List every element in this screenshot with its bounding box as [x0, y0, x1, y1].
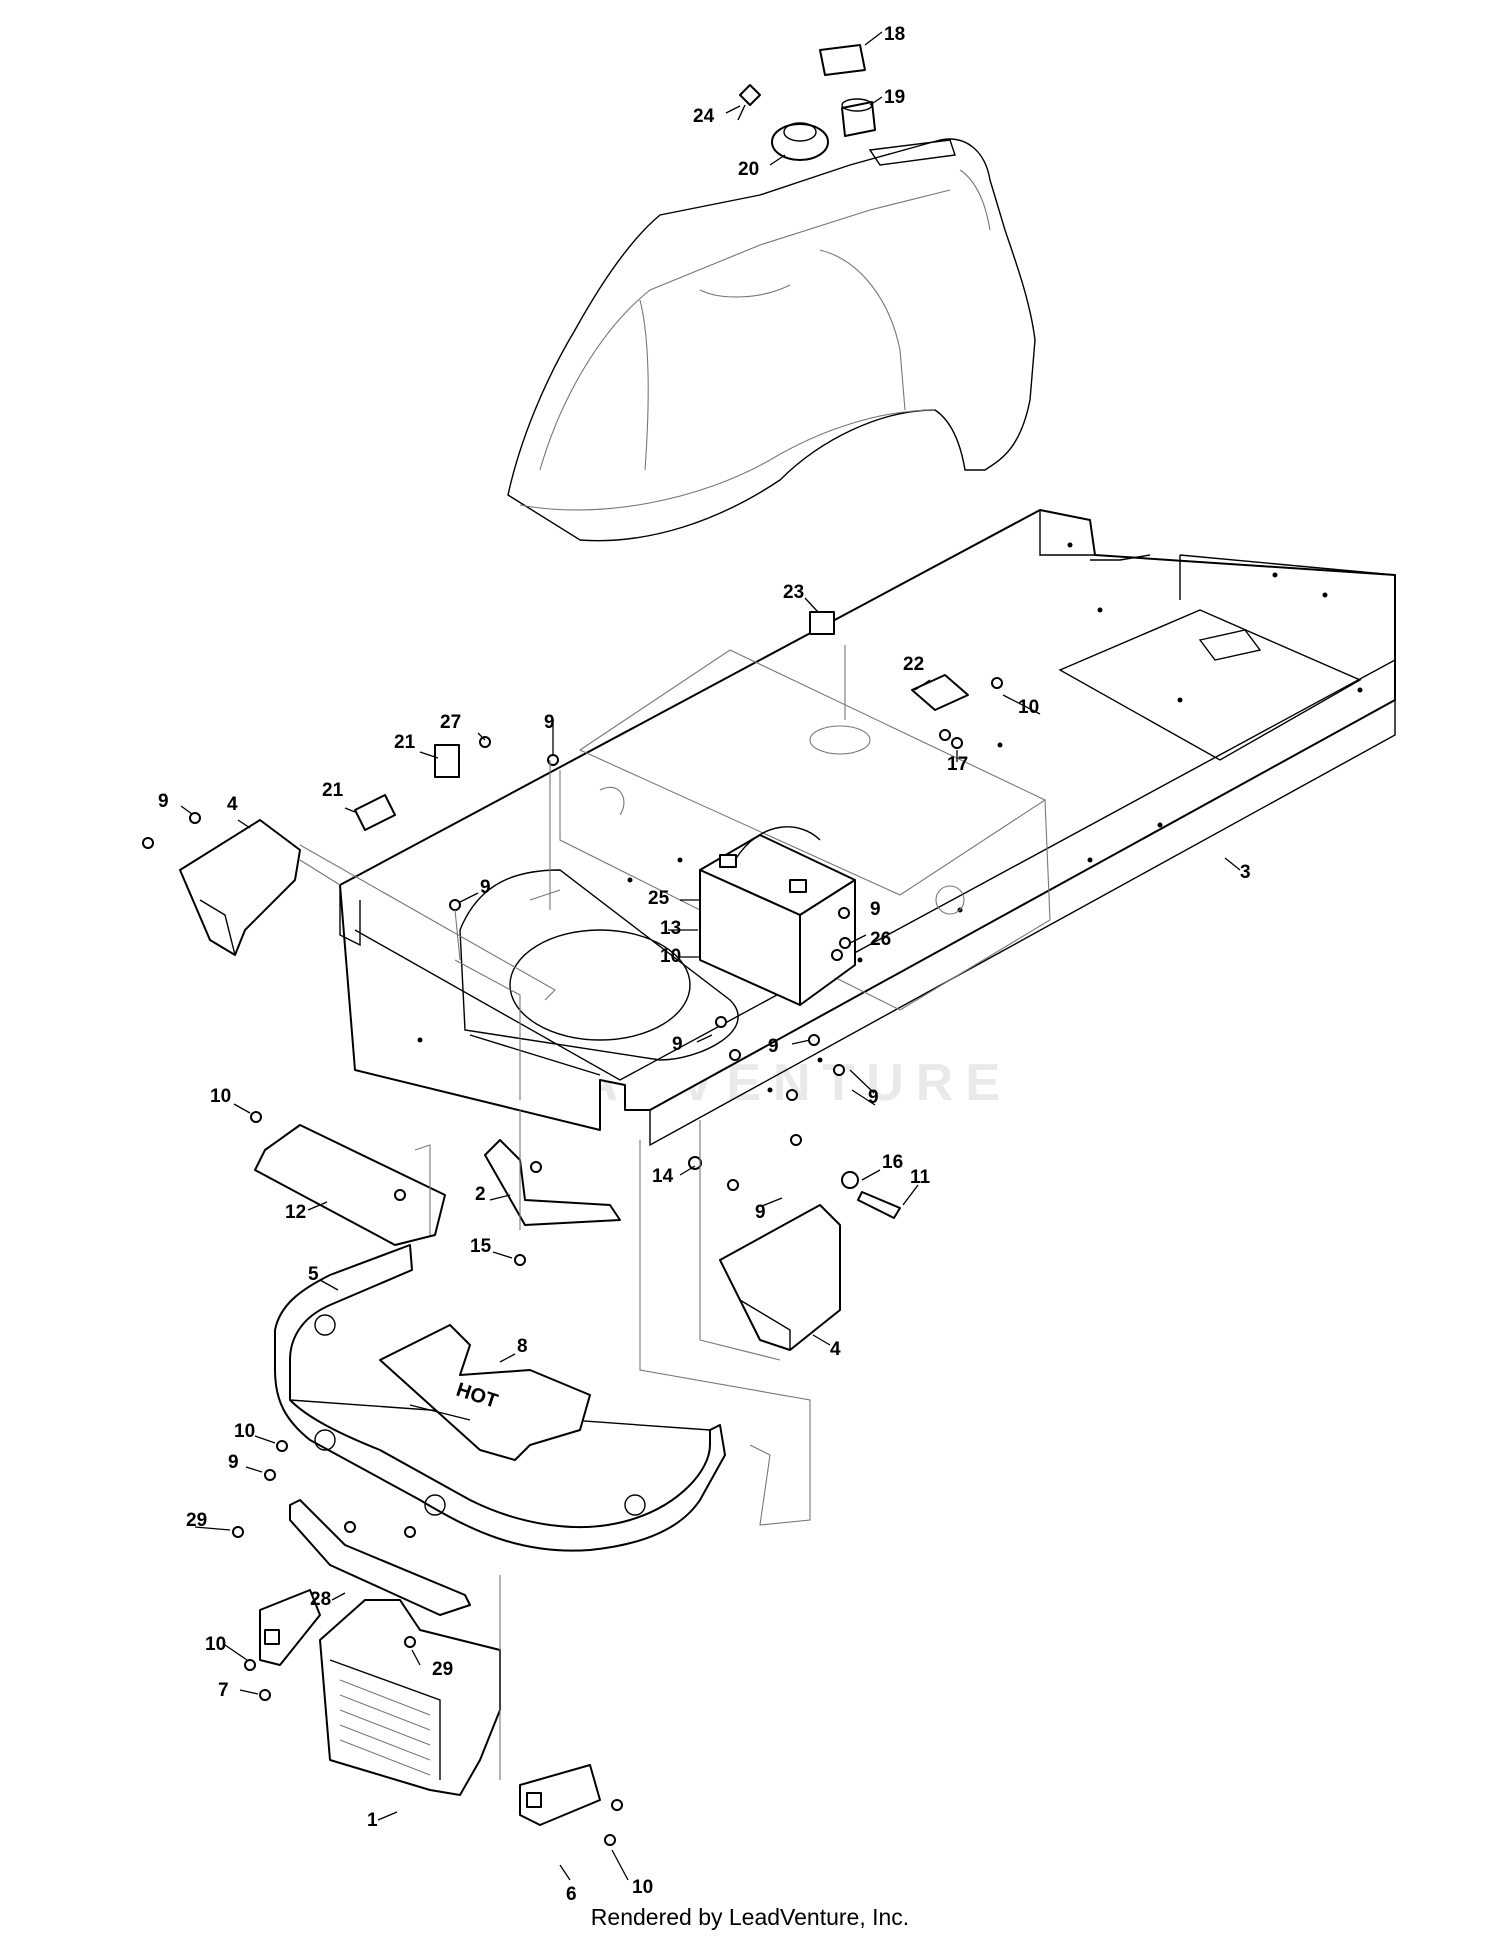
- engine-deck: [559, 649, 1051, 1011]
- callout-23: 23: [783, 582, 804, 603]
- switch-21-upper: [434, 744, 460, 778]
- bracket-7: [259, 1589, 321, 1666]
- callout-11: 11: [910, 1167, 931, 1188]
- callout-27: 27: [440, 712, 461, 733]
- callout-25: 25: [648, 888, 670, 909]
- switch-plate-22: [911, 674, 969, 711]
- brace-28: [289, 1499, 471, 1616]
- callout-21-lower: 21: [322, 780, 344, 801]
- callout-16: 16: [882, 1152, 903, 1173]
- leader-lines: [180, 31, 1241, 1881]
- callout-24: 24: [693, 106, 715, 127]
- bracket-4-left: [179, 819, 301, 956]
- skid-plate: [254, 1124, 446, 1246]
- callout-14: 14: [652, 1166, 674, 1187]
- callout-4-right: 4: [830, 1339, 841, 1360]
- callout-18: 18: [884, 24, 905, 45]
- callout-2: 2: [475, 1184, 486, 1205]
- assembly-lines: [299, 645, 846, 1780]
- callout-10-lower-right: 10: [632, 1877, 653, 1898]
- heat-shield: HOT: [379, 1324, 591, 1461]
- callout-28: 28: [310, 1589, 331, 1610]
- callout-9-battery-front: 9: [768, 1036, 779, 1057]
- callout-10-battery: 10: [660, 946, 681, 967]
- callout-15: 15: [470, 1236, 492, 1257]
- switch-21-lower: [354, 794, 396, 831]
- callouts: 18 19 24 20 23 22 10 17 3 27 9 21 21 9 4…: [158, 24, 1251, 1905]
- switch-19: [841, 98, 876, 137]
- callout-17: 17: [947, 754, 968, 775]
- callout-19: 19: [884, 87, 905, 108]
- battery: [699, 826, 856, 1006]
- frame: [339, 509, 1396, 1147]
- bumper: [274, 1244, 726, 1552]
- callout-9-mid-left: 9: [480, 877, 491, 898]
- switch-23: [809, 611, 835, 635]
- bracket-6: [519, 1764, 601, 1826]
- callout-10-lower-left: 10: [205, 1634, 226, 1655]
- callout-9-right: 9: [868, 1087, 879, 1108]
- render-credit: Rendered by LeadVenture, Inc.: [590, 1904, 910, 1930]
- callout-4-left: 4: [227, 794, 238, 815]
- fasteners: [142, 677, 1003, 1846]
- bracket-4-right: [719, 1204, 841, 1351]
- bracket-2: [484, 1139, 621, 1226]
- callout-29-right: 29: [432, 1659, 453, 1680]
- callout-10-upper-right: 10: [1018, 697, 1039, 718]
- callout-9-battery-right: 9: [870, 899, 881, 920]
- front-cover: [319, 1599, 501, 1796]
- callout-8: 8: [517, 1336, 528, 1357]
- callout-9-bumper: 9: [228, 1452, 239, 1473]
- callout-13: 13: [660, 918, 681, 939]
- hood-fender: [507, 138, 1036, 542]
- callout-29-left: 29: [186, 1510, 207, 1531]
- callout-7: 7: [218, 1680, 229, 1701]
- callout-9-top: 9: [544, 712, 555, 733]
- callout-26: 26: [870, 929, 891, 950]
- callout-20: 20: [738, 159, 759, 180]
- callout-3: 3: [1240, 862, 1251, 883]
- callout-10-skid: 10: [210, 1086, 231, 1107]
- callout-5: 5: [308, 1264, 319, 1285]
- callout-21-upper: 21: [394, 732, 416, 753]
- callout-1: 1: [367, 1810, 378, 1831]
- callout-6: 6: [566, 1884, 577, 1905]
- switch-18: [819, 44, 866, 76]
- callout-22: 22: [903, 654, 924, 675]
- ignition-switch: [771, 122, 829, 161]
- callout-9-center: 9: [672, 1034, 683, 1055]
- callout-12: 12: [285, 1202, 306, 1223]
- key: [737, 84, 761, 121]
- callout-9-lower: 9: [755, 1202, 766, 1223]
- callout-10-bumper: 10: [234, 1421, 255, 1442]
- callout-9-left: 9: [158, 791, 169, 812]
